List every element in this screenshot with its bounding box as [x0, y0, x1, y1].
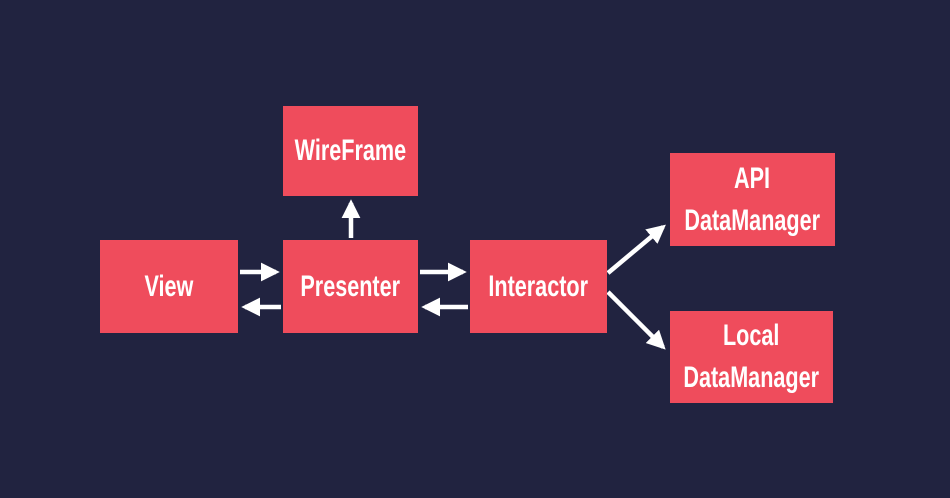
- arrow-interactor-to-api-datamanager: [606, 224, 666, 275]
- node-api-datamanager-line1: API: [734, 161, 771, 195]
- node-presenter-label: Presenter: [300, 269, 401, 303]
- node-wireframe-label: WireFrame: [294, 134, 407, 167]
- node-api-datamanager-line2: DataManager: [684, 203, 821, 237]
- node-local-datamanager-line1: Local: [723, 319, 780, 352]
- node-view: View: [100, 240, 238, 333]
- node-view-label: View: [144, 269, 194, 303]
- node-local-datamanager-line2: DataManager: [683, 361, 820, 394]
- arrow-interactor-to-local-datamanager: [606, 290, 666, 350]
- node-interactor-label: Interactor: [488, 269, 589, 303]
- node-wireframe: WireFrame: [283, 106, 418, 196]
- node-api-datamanager: API DataManager: [670, 153, 835, 246]
- node-interactor: Interactor: [470, 240, 607, 333]
- node-local-datamanager: Local DataManager: [670, 311, 833, 403]
- node-presenter: Presenter: [283, 240, 418, 333]
